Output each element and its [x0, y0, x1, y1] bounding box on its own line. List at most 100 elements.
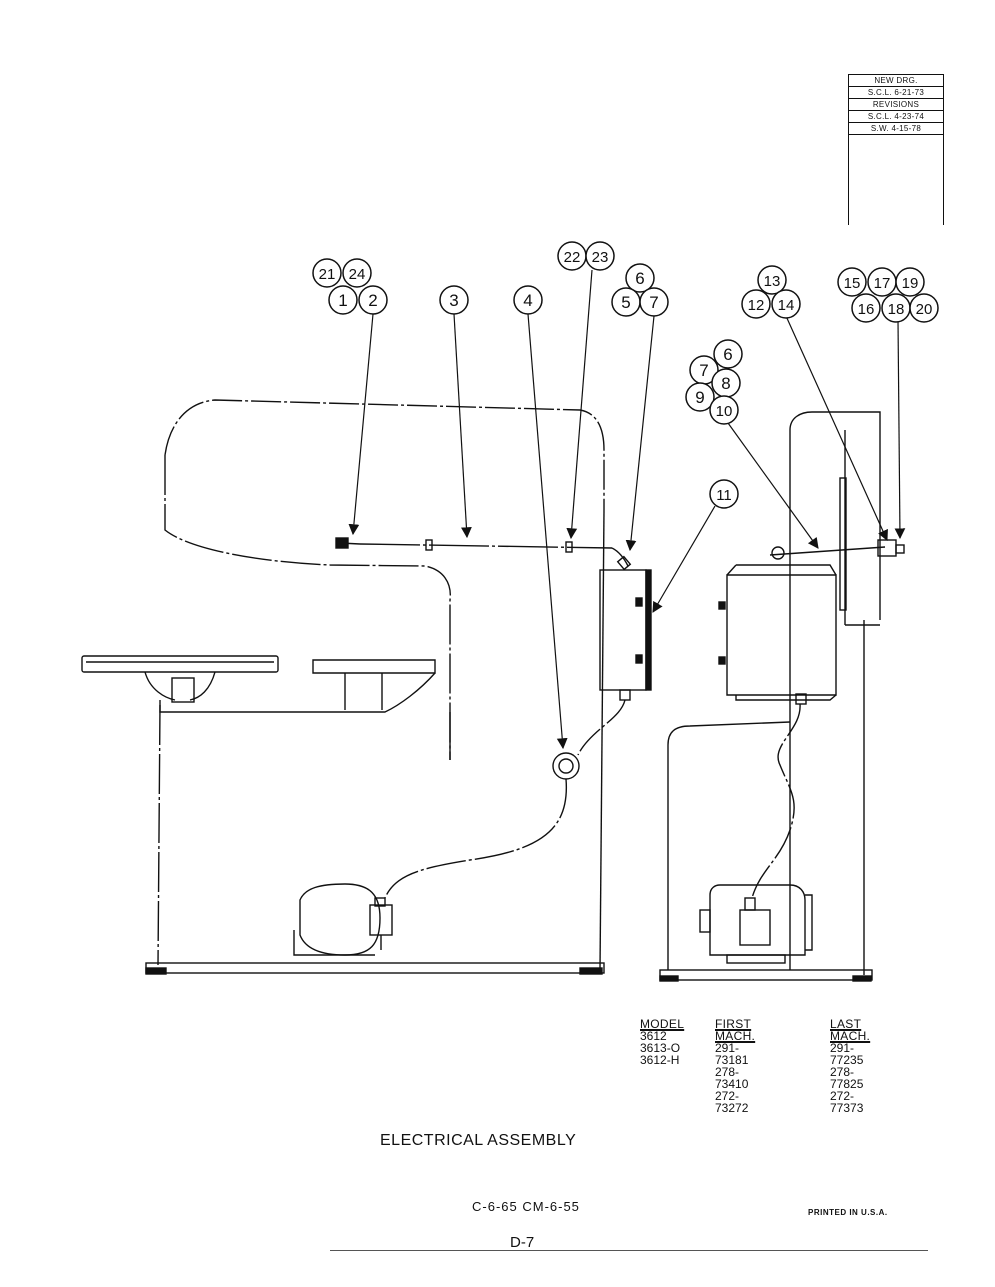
callout-number: 21 [319, 266, 336, 283]
first-mach-cell: 291-73181 [715, 1041, 749, 1067]
footer-rule [330, 1250, 928, 1251]
reference-codes: C-6-65 CM-6-55 [472, 1199, 580, 1214]
callout-circle [439, 285, 469, 315]
callout-number: 24 [349, 266, 366, 283]
callout-c8: 8 [711, 368, 741, 398]
callout-circle [625, 263, 655, 293]
callout-circle [851, 293, 881, 323]
callout-number: 4 [523, 291, 532, 310]
model-cell: 3613-O [640, 1041, 681, 1055]
callout-c23: 23 [585, 241, 615, 271]
model-column: MODEL 3612 3613-O 3612-H [640, 1018, 684, 1066]
callout-c11: 11 [709, 479, 739, 509]
callout-number: 14 [778, 297, 795, 314]
revision-row: NEW DRG. [849, 75, 943, 87]
callout-number: 7 [649, 293, 658, 312]
callout-circle [513, 285, 543, 315]
callout-number: 16 [858, 301, 875, 318]
callout-c24: 24 [342, 258, 372, 288]
callout-circle [328, 285, 358, 315]
callout-c22: 22 [557, 241, 587, 271]
callout-c1: 1 [328, 285, 358, 315]
last-mach-header: LAST MACH. [830, 1017, 871, 1043]
first-mach-cell: 272-73272 [715, 1089, 749, 1115]
callout-number: 12 [748, 297, 765, 314]
callout-c7a: 7 [639, 287, 669, 317]
callout-c2: 2 [358, 285, 388, 315]
callout-c13: 13 [757, 265, 787, 295]
callout-circle [837, 267, 867, 297]
callout-number: 15 [844, 275, 861, 292]
model-header: MODEL [640, 1017, 685, 1031]
callout-circle [685, 382, 715, 412]
callout-number: 13 [764, 273, 781, 290]
right-saw-side-view [659, 411, 905, 982]
printed-in-usa: PRINTED IN U.S.A. [808, 1208, 888, 1217]
callout-number: 18 [888, 301, 905, 318]
callout-number: 10 [716, 403, 733, 420]
callout-number: 8 [721, 374, 730, 393]
callout-number: 20 [916, 301, 933, 318]
callout-number: 11 [716, 487, 732, 504]
first-mach-column: FIRST MACH. 291-73181 278-73410 272-7327… [715, 1018, 755, 1114]
last-mach-cell: 291-77235 [830, 1041, 864, 1067]
model-cell: 3612-H [640, 1053, 680, 1067]
callout-circle [639, 287, 669, 317]
revision-row: S.W. 4-15-78 [849, 123, 943, 135]
callout-number: 2 [368, 291, 377, 310]
callout-circle [757, 265, 787, 295]
callout-number: 7 [699, 361, 708, 380]
revision-row: S.C.L. 4-23-74 [849, 111, 943, 123]
callout-c12: 12 [741, 289, 771, 319]
last-mach-column: LAST MACH. 291-77235 278-77825 272-77373 [830, 1018, 870, 1114]
revision-block: NEW DRG. S.C.L. 6-21-73 REVISIONS S.C.L.… [848, 74, 944, 225]
model-cell: 3612 [640, 1029, 667, 1043]
callout-c18: 18 [881, 293, 911, 323]
revision-row: S.C.L. 6-21-73 [849, 87, 943, 99]
revision-row: REVISIONS [849, 99, 943, 111]
first-mach-header: FIRST MACH. [715, 1017, 756, 1043]
callout-c19: 19 [895, 267, 925, 297]
callout-circle [342, 258, 372, 288]
last-mach-cell: 278-77825 [830, 1065, 864, 1091]
callout-circle [771, 289, 801, 319]
last-mach-cell: 272-77373 [830, 1089, 864, 1115]
callout-number: 22 [564, 249, 581, 266]
drawing-title: ELECTRICAL ASSEMBLY [380, 1132, 577, 1149]
callout-circle [895, 267, 925, 297]
callout-c14: 14 [771, 289, 801, 319]
callout-number: 6 [723, 345, 732, 364]
callout-c21: 21 [312, 258, 342, 288]
callout-number: 3 [449, 291, 458, 310]
callout-c4: 4 [513, 285, 543, 315]
callout-circle [709, 395, 739, 425]
callout-c20: 20 [909, 293, 939, 323]
callout-c6a: 6 [625, 263, 655, 293]
callout-c5: 5 [611, 287, 641, 317]
callout-circle [741, 289, 771, 319]
callout-circle [585, 241, 615, 271]
callout-c6b: 6 [713, 339, 743, 369]
callout-number: 6 [635, 269, 644, 288]
callout-circle [909, 293, 939, 323]
callout-number: 5 [621, 293, 630, 312]
callout-number: 9 [695, 388, 704, 407]
callout-circle [709, 479, 739, 509]
leader-lines [348, 269, 906, 750]
callout-c17: 17 [867, 267, 897, 297]
page-number: D-7 [510, 1234, 535, 1251]
callout-number: 17 [874, 275, 891, 292]
callout-circle [312, 258, 342, 288]
callout-c10: 10 [709, 395, 739, 425]
callout-c3: 3 [439, 285, 469, 315]
callout-c15: 15 [837, 267, 867, 297]
callout-number: 19 [902, 275, 919, 292]
first-mach-cell: 278-73410 [715, 1065, 749, 1091]
callout-circle [358, 285, 388, 315]
callout-c9: 9 [685, 382, 715, 412]
callout-number: 1 [338, 291, 347, 310]
callout-circle [713, 339, 743, 369]
callout-number: 23 [592, 249, 609, 266]
